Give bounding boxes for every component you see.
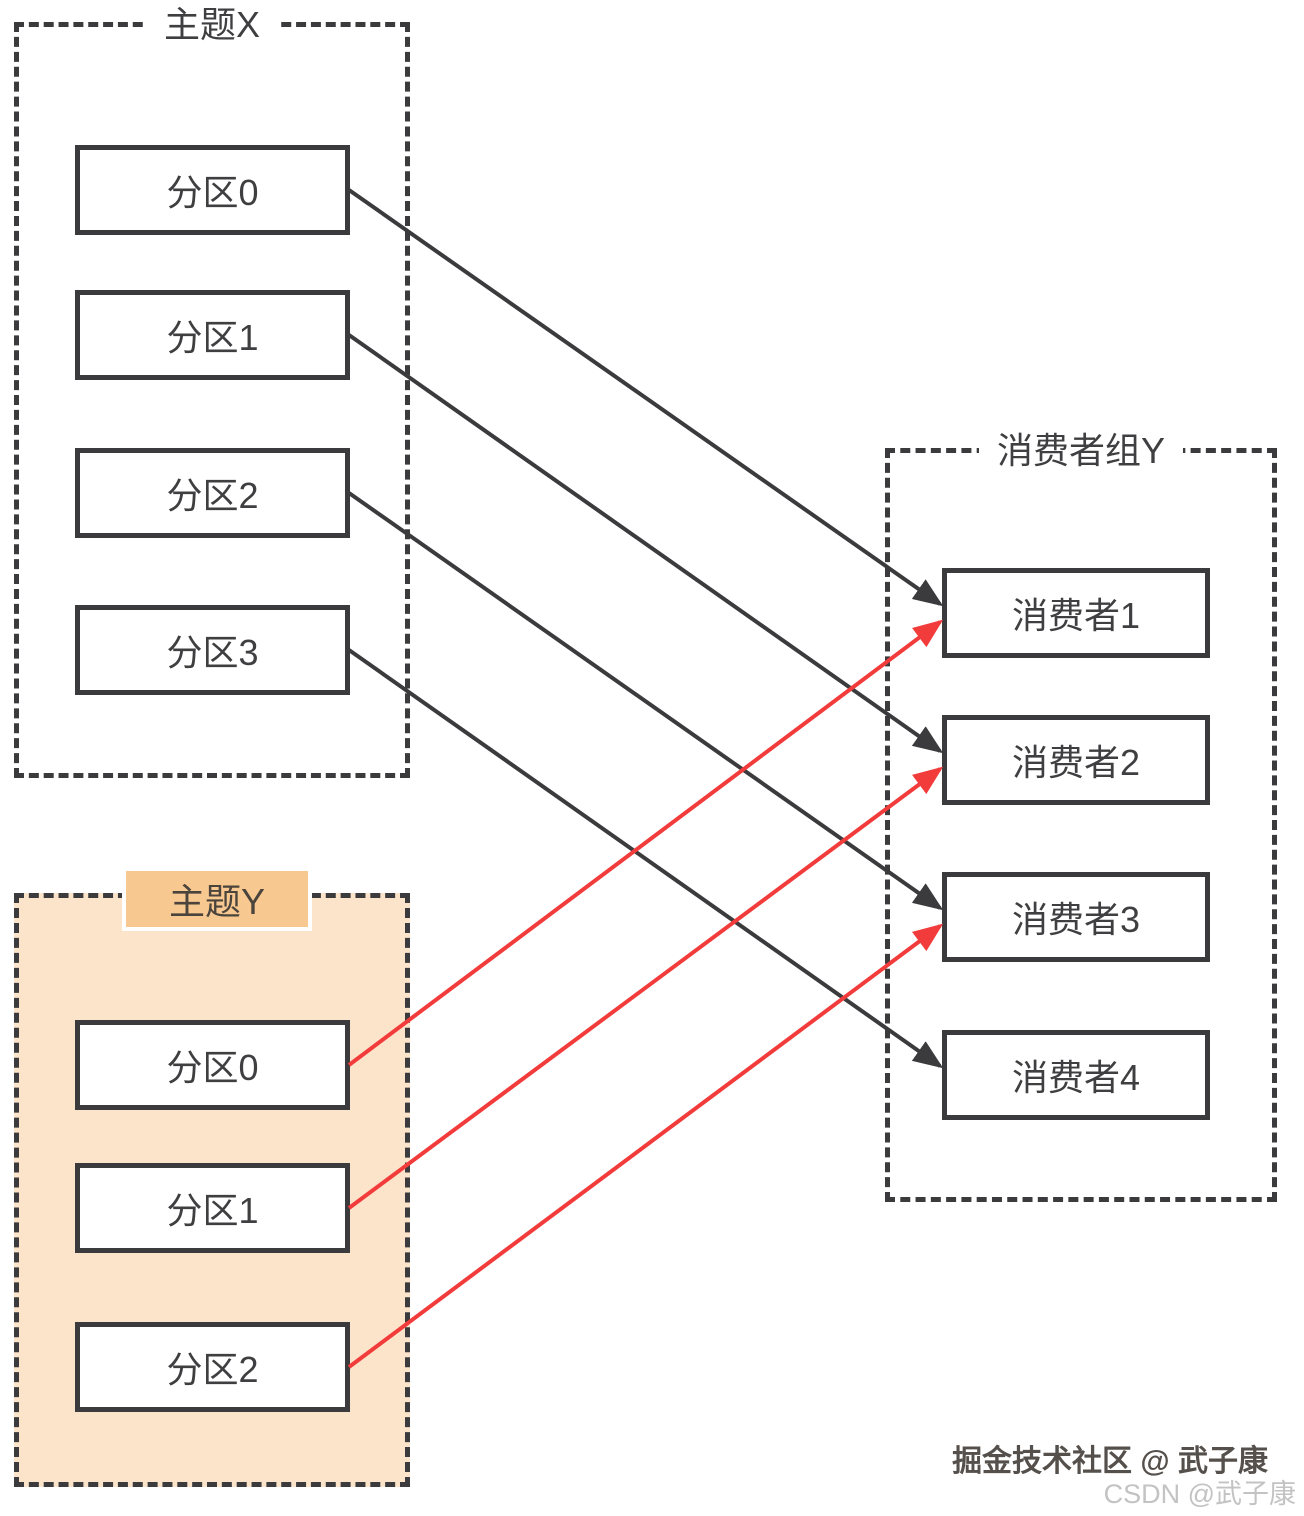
arrow-px2-to-c3 (347, 491, 944, 911)
arrow-px1-to-c2 (347, 333, 944, 754)
partition-label: 分区1 (166, 317, 259, 358)
consumer-label: 消费者4 (1011, 1057, 1141, 1098)
topic-y-partition-2: 分区2 (75, 1322, 350, 1412)
arrow-py2-to-c3 (347, 923, 944, 1369)
watermark-line-2: CSDN @武子康 (1103, 1479, 1296, 1510)
watermark: 掘金技术社区 @ 武子康 CSDN @武子康 (952, 1445, 1296, 1510)
partition-label: 分区2 (166, 1349, 259, 1390)
topic-x-partition-3: 分区3 (75, 605, 350, 695)
partition-label: 分区1 (166, 1190, 259, 1231)
arrow-px3-to-c4 (347, 648, 944, 1069)
topic-y-partition-0: 分区0 (75, 1020, 350, 1110)
topic-y-title: 主题Y (168, 881, 265, 922)
consumer-label: 消费者3 (1011, 899, 1141, 940)
partition-label: 分区0 (166, 1047, 259, 1088)
topic-x-partition-1: 分区1 (75, 290, 350, 380)
partition-label: 分区3 (166, 632, 259, 673)
topic-y-partition-1: 分区1 (75, 1163, 350, 1253)
arrow-py1-to-c2 (347, 766, 944, 1210)
consumer-2: 消费者2 (942, 715, 1210, 805)
consumer-group-title: 消费者组Y (978, 431, 1184, 471)
consumer-4: 消费者4 (942, 1030, 1210, 1120)
arrow-py0-to-c1 (347, 619, 944, 1067)
watermark-line-1: 掘金技术社区 @ 武子康 (952, 1445, 1268, 1479)
topic-y-group-box: 主题Y 分区0 分区1 分区2 (14, 867, 410, 1487)
consumer-label: 消费者1 (1011, 595, 1141, 636)
topic-x-title: 主题X (145, 5, 279, 45)
consumer-3: 消费者3 (942, 872, 1210, 962)
topic-x-partition-0: 分区0 (75, 145, 350, 235)
topic-x-partition-2: 分区2 (75, 448, 350, 538)
arrow-px0-to-c1 (347, 188, 944, 607)
partition-label: 分区0 (166, 172, 259, 213)
partition-label: 分区2 (166, 475, 259, 516)
topic-x-group-box: 主题X 分区0 分区1 分区2 分区3 (14, 5, 410, 778)
consumer-label: 消费者2 (1011, 742, 1141, 783)
consumer-1: 消费者1 (942, 568, 1210, 658)
topic-y-title-badge: 主题Y (122, 867, 312, 931)
consumer-group-box: 消费者组Y 消费者1 消费者2 消费者3 消费者4 (885, 431, 1277, 1202)
